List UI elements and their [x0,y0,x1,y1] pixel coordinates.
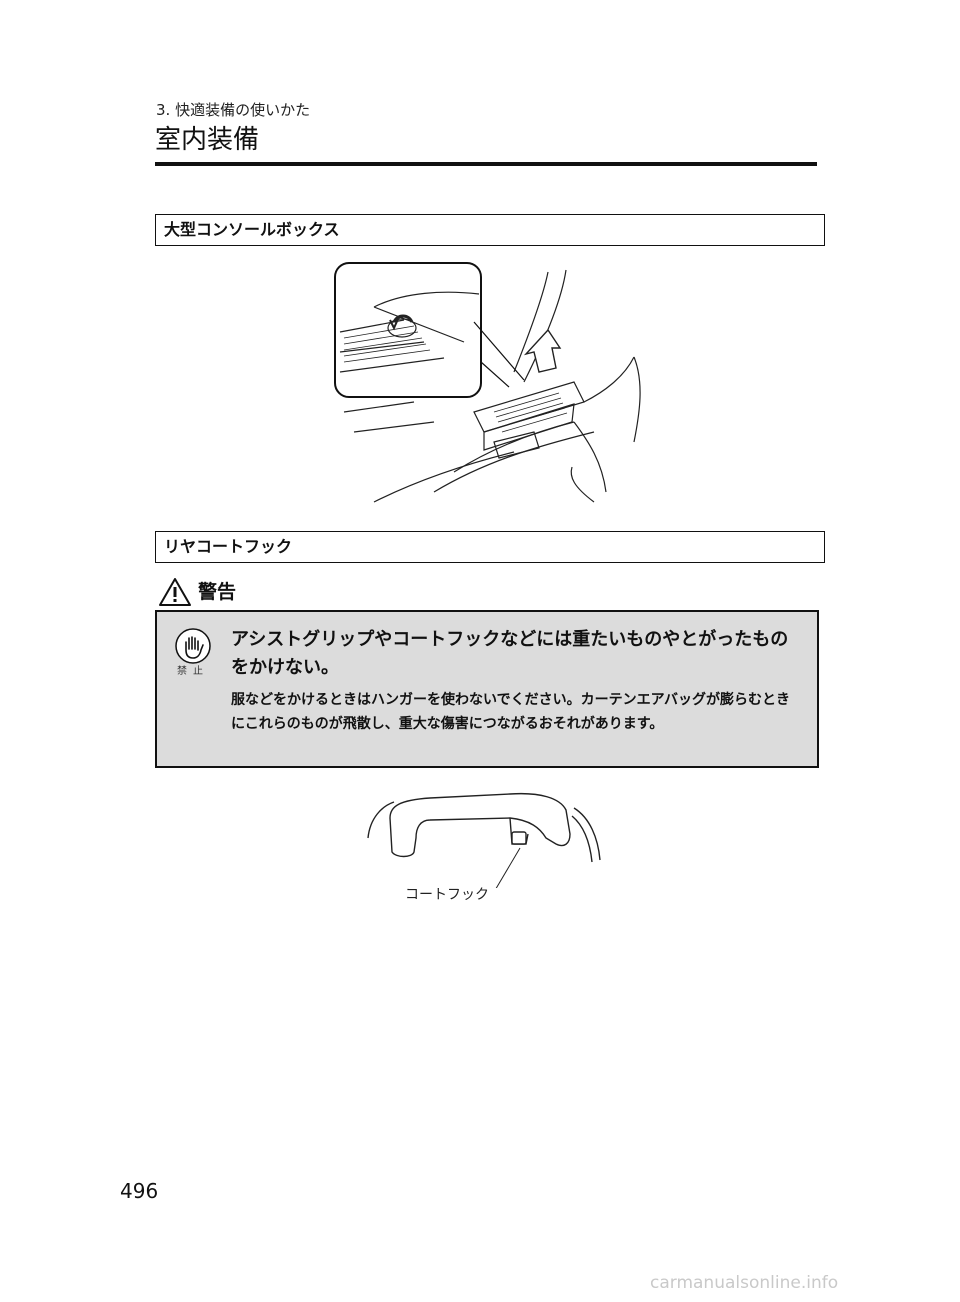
prohibit-label: 禁止 [177,666,209,677]
section-heading-rear-coat-hook: リヤコートフック [155,531,825,563]
warning-box: 禁止 アシストグリップやコートフックなどには重たいものやとがったものをかけない。… [155,610,819,768]
title-rule [155,162,817,166]
warning-triangle-icon [159,578,191,606]
page-number: 496 [120,1179,159,1203]
console-box-illustration [334,262,641,503]
warning-body-text: 服などをかけるときはハンガーを使わないでください。カーテンエアバッグが膨らむとき… [231,692,791,732]
section-title: リヤコートフック [164,537,293,556]
warning-label: 警告 [198,581,237,603]
section-title: 大型コンソールボックス [164,220,340,239]
section-heading-console-box: 大型コンソールボックス [155,214,825,246]
warning-main-text: アシストグリップやコートフックなどには重たいものやとがったものをかけない。 [231,629,789,678]
chapter-heading: 3. 快適装備の使いかた [156,101,311,119]
coat-hook-illustration [367,792,601,888]
coat-hook-callout-label: コートフック [405,887,489,903]
page-title: 室内装備 [155,125,260,155]
prohibit-hand-icon [175,628,211,664]
watermark: carmanualsonline.info [650,1273,839,1293]
